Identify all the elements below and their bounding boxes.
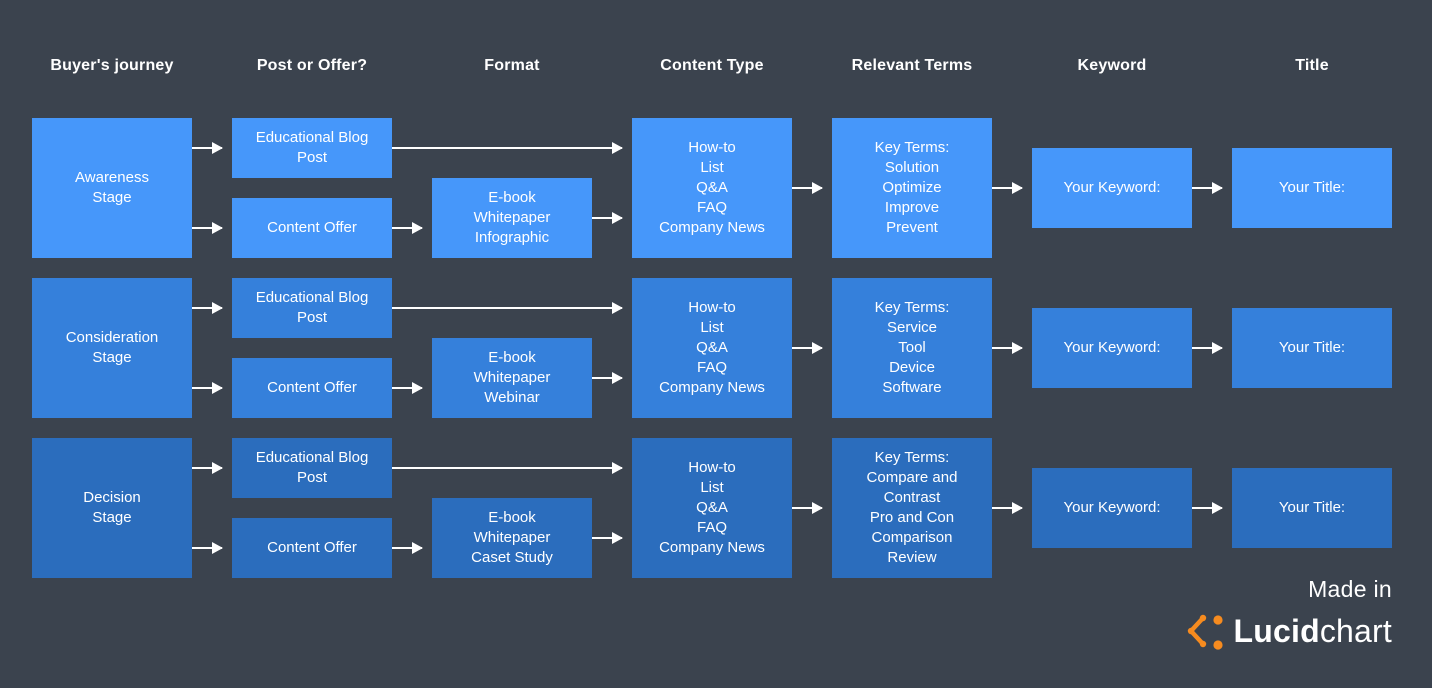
awareness-content-offer-box: Content Offer: [232, 198, 392, 258]
arrow-keyword-to-title: [1192, 502, 1223, 514]
consideration-content-type-box: How-to List Q&A FAQ Company News: [632, 278, 792, 418]
arrow-offer-to-format: [392, 542, 423, 554]
decision-format-box: E-book Whitepaper Caset Study: [432, 498, 592, 578]
decision-content-offer-box: Content Offer: [232, 518, 392, 578]
arrow-stage-to-offer: [192, 382, 223, 394]
arrow-stage-to-blog: [192, 302, 223, 314]
arrow-relevant-to-keyword: [992, 502, 1023, 514]
arrow-format-to-content: [592, 532, 623, 544]
arrow-blog-to-content: [392, 142, 623, 154]
consideration-title-box: Your Title:: [1232, 308, 1392, 388]
arrow-content-to-relevant: [792, 182, 823, 194]
arrow-keyword-to-title: [1192, 182, 1223, 194]
arrow-blog-to-content: [392, 462, 623, 474]
awareness-stage-box: Awareness Stage: [32, 118, 192, 258]
lucidchart-wordmark: Lucidchart: [1234, 613, 1392, 650]
decision-relevant-terms-box: Key Terms: Compare and Contrast Pro and …: [832, 438, 992, 578]
awareness-blog-post-box: Educational Blog Post: [232, 118, 392, 178]
consideration-content-offer-box: Content Offer: [232, 358, 392, 418]
awareness-relevant-terms-box: Key Terms: Solution Optimize Improve Pre…: [832, 118, 992, 258]
decision-stage-box: Decision Stage: [32, 438, 192, 578]
arrow-format-to-content: [592, 212, 623, 224]
column-header-format: Format: [484, 57, 540, 74]
awareness-keyword-box: Your Keyword:: [1032, 148, 1192, 228]
arrow-stage-to-blog: [192, 462, 223, 474]
consideration-blog-post-box: Educational Blog Post: [232, 278, 392, 338]
column-header-title: Title: [1295, 57, 1329, 74]
arrow-content-to-relevant: [792, 342, 823, 354]
column-header-buyers-journey: Buyer's journey: [50, 57, 174, 74]
lucidchart-icon: [1187, 614, 1223, 650]
decision-content-type-box: How-to List Q&A FAQ Company News: [632, 438, 792, 578]
consideration-relevant-terms-box: Key Terms: Service Tool Device Software: [832, 278, 992, 418]
decision-blog-post-box: Educational Blog Post: [232, 438, 392, 498]
arrow-stage-to-offer: [192, 222, 223, 234]
arrow-relevant-to-keyword: [992, 182, 1023, 194]
consideration-stage-box: Consideration Stage: [32, 278, 192, 418]
awareness-content-type-box: How-to List Q&A FAQ Company News: [632, 118, 792, 258]
column-header-content-type: Content Type: [660, 57, 764, 74]
decision-title-box: Your Title:: [1232, 468, 1392, 548]
lucidchart-logo[interactable]: Lucidchart: [1032, 607, 1392, 655]
column-header-post-or-offer: Post or Offer?: [256, 57, 368, 74]
arrow-stage-to-offer: [192, 542, 223, 554]
arrow-offer-to-format: [392, 222, 423, 234]
consideration-format-box: E-book Whitepaper Webinar: [432, 338, 592, 418]
consideration-keyword-box: Your Keyword:: [1032, 308, 1192, 388]
arrow-content-to-relevant: [792, 502, 823, 514]
brand-chart: chart: [1319, 612, 1392, 649]
awareness-title-box: Your Title:: [1232, 148, 1392, 228]
awareness-format-box: E-book Whitepaper Infographic: [432, 178, 592, 258]
arrow-relevant-to-keyword: [992, 342, 1023, 354]
made-in-label: Made in: [1308, 576, 1392, 602]
arrow-stage-to-blog: [192, 142, 223, 154]
column-header-keyword: Keyword: [1077, 57, 1147, 74]
column-header-relevant-terms: Relevant Terms: [851, 57, 973, 74]
decision-keyword-box: Your Keyword:: [1032, 468, 1192, 548]
arrow-keyword-to-title: [1192, 342, 1223, 354]
arrow-offer-to-format: [392, 382, 423, 394]
arrow-blog-to-content: [392, 302, 623, 314]
brand-lucid: Lucid: [1233, 612, 1320, 649]
arrow-format-to-content: [592, 372, 623, 384]
